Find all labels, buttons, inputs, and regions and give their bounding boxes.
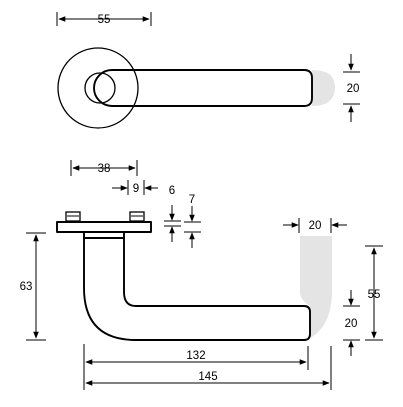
side-view-dim-38-label: 38 <box>98 163 111 175</box>
side-view-neck <box>83 231 125 239</box>
side-view-dim-6-label: 6 <box>169 185 175 197</box>
side-view-screw-left <box>65 211 81 222</box>
top-view-tip-shade <box>312 70 335 106</box>
top-view-dim-20-label: 20 <box>347 83 360 95</box>
side-view-dim-tip-label: 20 <box>309 220 322 232</box>
top-view: 55 20 <box>56 12 360 129</box>
side-view-dim-9-label: 9 <box>133 183 139 195</box>
side-view-dim-55-label: 55 <box>368 289 381 301</box>
top-view-lever-boss <box>84 72 116 104</box>
side-view-tip-shade <box>300 236 332 338</box>
top-view-dim-55-label: 55 <box>98 14 111 26</box>
side-view-rose-plate <box>56 221 152 233</box>
top-view-rose <box>57 47 139 129</box>
side-view-lever-outline <box>83 237 311 341</box>
side-view-dim-132-label: 132 <box>186 350 205 362</box>
side-view-dim-145-label: 145 <box>198 371 217 383</box>
side-view: 38 9 6 7 20 63 55 20 <box>20 160 383 390</box>
side-view-dim-7-label: 7 <box>189 194 195 206</box>
top-view-lever-neck <box>93 69 113 107</box>
side-view-dim-grip-label: 20 <box>345 318 358 330</box>
side-view-dim-63-label: 63 <box>20 281 33 293</box>
side-view-screw-right <box>129 211 145 222</box>
top-view-lever-outline <box>111 69 313 107</box>
